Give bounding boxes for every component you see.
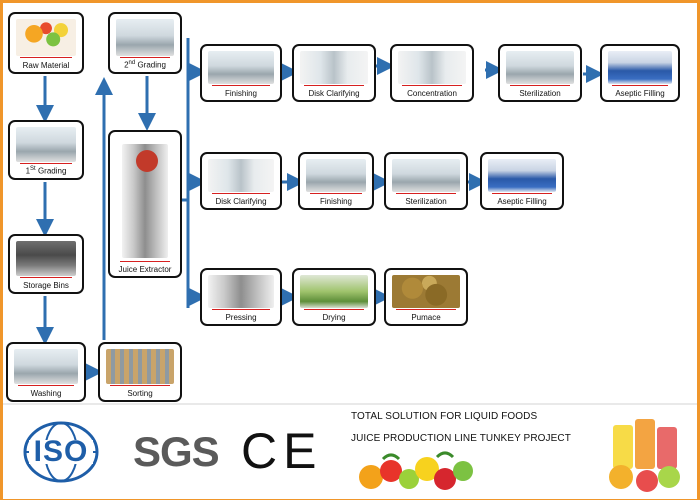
aseptic-filling-b-label: Aseptic Filling: [497, 197, 547, 206]
node-storage-bins: Storage Bins: [8, 234, 84, 294]
raw-material-photo: [16, 19, 76, 56]
disk-clarifying-a-photo: [300, 51, 368, 84]
sgs-logo: SGS: [133, 428, 220, 475]
tagline-juice-production: JUICE PRODUCTION LINE TUNKEY PROJECT: [351, 433, 571, 444]
aseptic-filling-a-label: Aseptic Filling: [615, 89, 665, 98]
tagline-total-solution: TOTAL SOLUTION FOR LIQUID FOODS: [351, 411, 538, 422]
aseptic-filling-a-photo: [608, 51, 672, 84]
finishing-a-label: Finishing: [224, 89, 257, 98]
raw-material-label: Raw Material: [22, 61, 70, 70]
pumace-label: Pumace: [411, 313, 441, 322]
sterilization-a-label: Sterilization: [519, 89, 561, 98]
node-sorting: Sorting: [98, 342, 182, 402]
footer-banner: ISO SGS CE TOTAL SOLUTION FOR LIQUID FOO…: [3, 403, 697, 499]
node-finishing-a: Finishing: [200, 44, 282, 102]
juice-extractor-label: Juice Extractor: [118, 265, 172, 274]
extractor-motor-detail: [136, 150, 158, 172]
drying-label: Drying: [322, 313, 346, 322]
drying-photo: [300, 275, 368, 308]
concentration-label: Concentration: [407, 89, 457, 98]
finishing-a-photo: [208, 51, 274, 84]
iso-text: ISO: [33, 435, 89, 468]
grading-2-label: 2nd Grading: [124, 60, 166, 70]
pressing-label: Pressing: [225, 313, 257, 322]
sorting-photo: [106, 349, 174, 384]
node-raw-material: Raw Material: [8, 12, 84, 74]
node-pressing: Pressing: [200, 268, 282, 326]
node-grading-1: 1St Grading: [8, 120, 84, 180]
pumace-photo: [392, 275, 460, 308]
finishing-b-label: Finishing: [319, 197, 352, 206]
disk-clarifying-a-label: Disk Clarifying: [308, 89, 360, 98]
node-disk-clarifying-b: Disk Clarifying: [200, 152, 282, 210]
storage-bins-label: Storage Bins: [23, 281, 69, 290]
storage-bins-photo: [16, 241, 76, 276]
iso-globe-icon: [23, 421, 99, 483]
grading-1-photo: [16, 127, 76, 162]
node-drying: Drying: [292, 268, 376, 326]
disk-clarifying-b-label: Disk Clarifying: [215, 197, 267, 206]
node-sterilization-b: Sterilization: [384, 152, 468, 210]
node-grading-2: 2nd Grading: [108, 12, 182, 74]
aseptic-filling-b-photo: [488, 159, 556, 192]
finishing-b-photo: [306, 159, 366, 192]
sorting-label: Sorting: [127, 389, 153, 398]
node-juice-extractor: Juice Extractor: [108, 130, 182, 278]
node-sterilization-a: Sterilization: [498, 44, 582, 102]
concentration-photo: [398, 51, 466, 84]
iso-logo: ISO: [23, 421, 99, 483]
node-disk-clarifying-a: Disk Clarifying: [292, 44, 376, 102]
grading-1-label: 1St Grading: [25, 166, 67, 176]
juice-glasses-icon: [609, 419, 680, 492]
sterilization-b-photo: [392, 159, 460, 192]
sterilization-a-photo: [506, 51, 574, 84]
ce-logo: CE: [241, 423, 323, 479]
node-washing: Washing: [6, 342, 86, 402]
node-concentration: Concentration: [390, 44, 474, 102]
grading-2-photo: [116, 19, 174, 56]
sterilization-b-label: Sterilization: [405, 197, 447, 206]
node-finishing-b: Finishing: [298, 152, 374, 210]
washing-photo: [14, 349, 78, 384]
node-aseptic-filling-a: Aseptic Filling: [600, 44, 680, 102]
juice-extractor-photo: [122, 144, 168, 258]
node-pumace: Pumace: [384, 268, 468, 326]
node-aseptic-filling-b: Aseptic Filling: [480, 152, 564, 210]
fruit-cluster-icon: [359, 451, 473, 490]
disk-clarifying-b-photo: [208, 159, 274, 192]
pressing-photo: [208, 275, 274, 308]
washing-label: Washing: [30, 389, 62, 398]
